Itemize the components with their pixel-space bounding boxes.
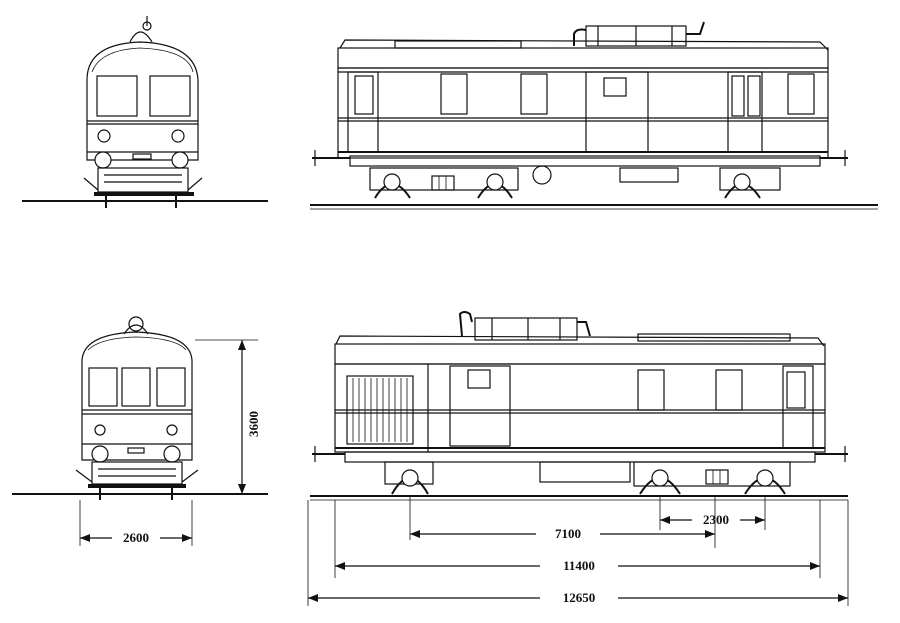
side-view-top [310, 21, 878, 210]
height-dimension [195, 339, 258, 494]
dim-bogie-centers-label: 7100 [555, 526, 581, 541]
end-view-top [22, 16, 268, 208]
dim-length-body-label: 11400 [563, 558, 595, 573]
dim-height-label: 3600 [246, 411, 261, 437]
dim-length-buffers-label: 12650 [563, 590, 596, 605]
length-dimensions [307, 496, 849, 606]
gauge-dimension [79, 500, 193, 546]
side-view-bottom [310, 311, 848, 501]
dim-gauge-label: 2600 [123, 530, 149, 545]
end-view-bottom [12, 316, 268, 500]
dim-bogie-wheelbase-label: 2300 [703, 512, 729, 527]
